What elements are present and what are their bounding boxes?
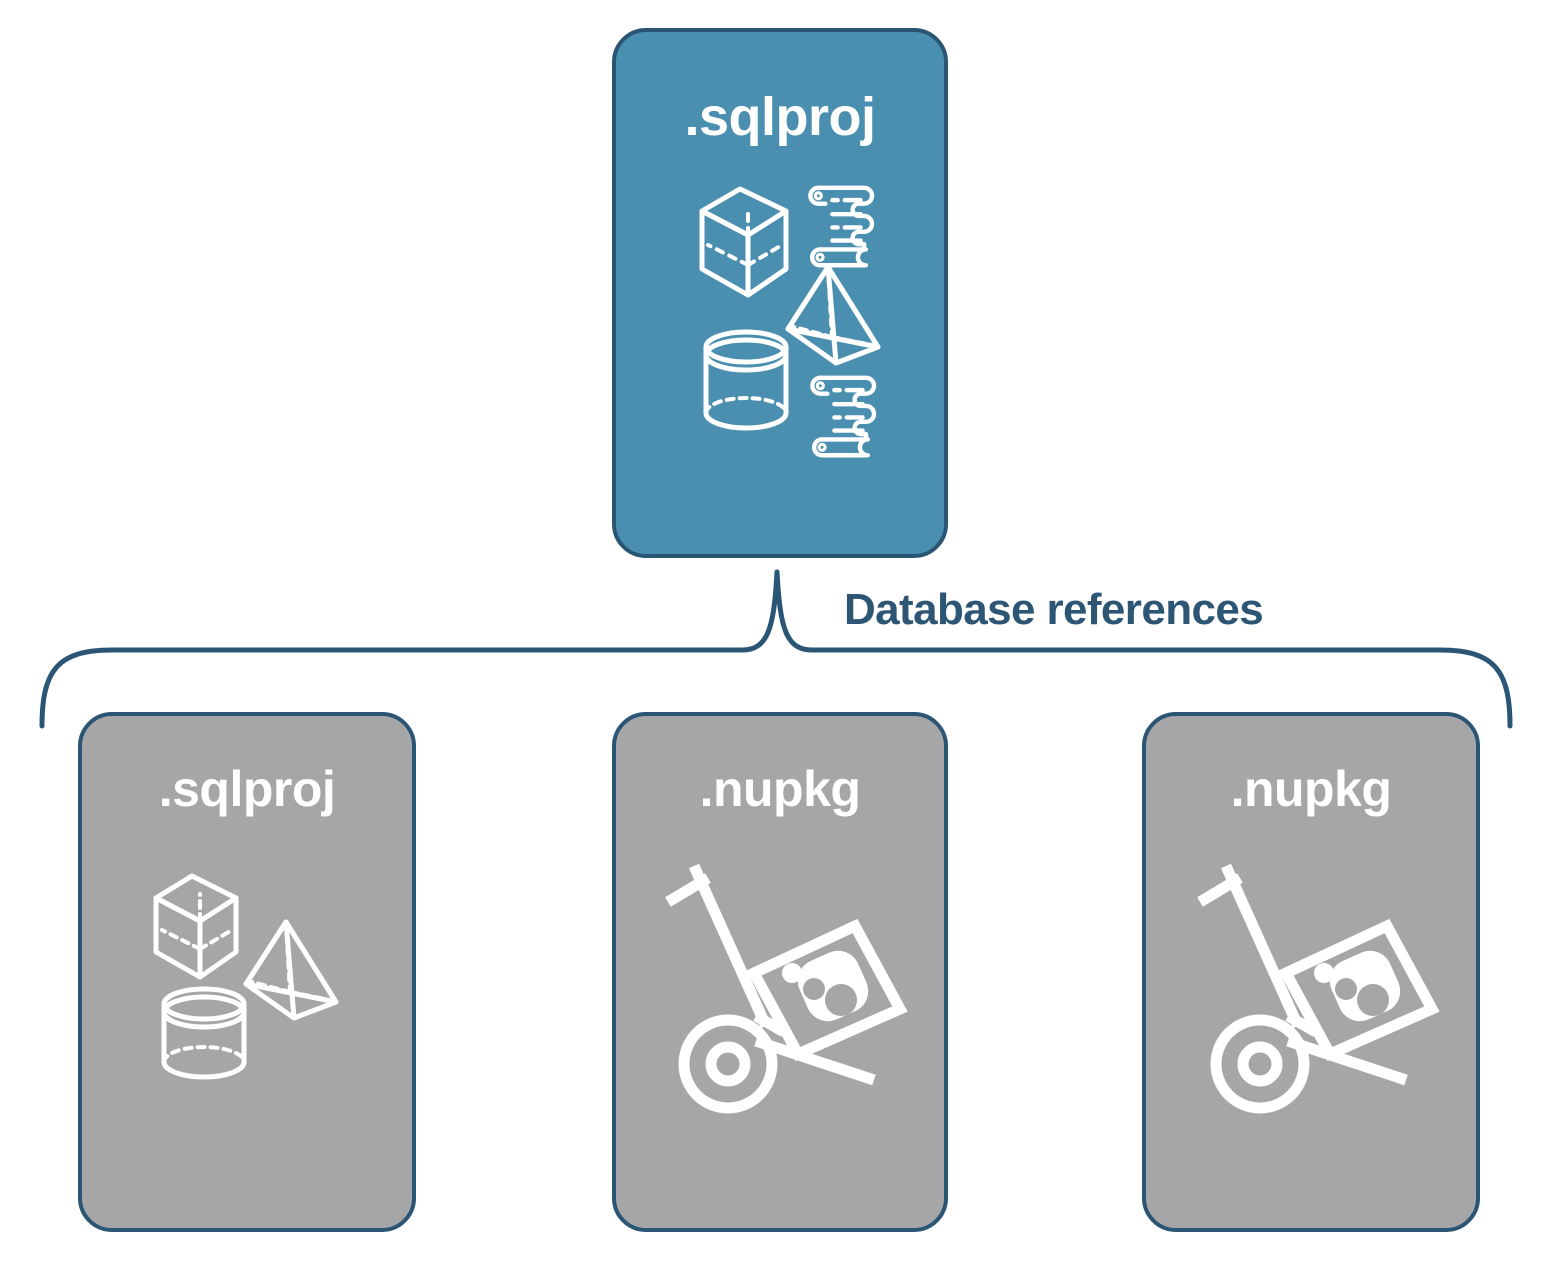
database-objects-icon-group [148, 866, 358, 1081]
node-sqlproj-root[interactable]: .sqlproj [612, 28, 948, 558]
node-sqlproj-reference-label: .sqlproj [158, 761, 336, 817]
node-sqlproj-root-label: .sqlproj [684, 87, 876, 147]
bracket-label: Database references [844, 585, 1264, 634]
pyramid-icon [785, 264, 881, 366]
cube-icon [699, 186, 789, 298]
node-nupkg-1[interactable]: .nupkg [612, 712, 948, 1232]
cylinder-icon [161, 986, 247, 1080]
node-sqlproj-reference[interactable]: .sqlproj [78, 712, 416, 1232]
scroll-icon [808, 185, 875, 268]
pyramid-icon [243, 919, 339, 1021]
hand-truck-package-icon [656, 856, 918, 1116]
node-nupkg-1-label: .nupkg [699, 761, 861, 817]
node-nupkg-2[interactable]: .nupkg [1142, 712, 1480, 1232]
cube-icon [153, 873, 239, 980]
cylinder-icon [703, 329, 789, 431]
hand-truck-package-icon [1188, 856, 1450, 1116]
database-objects-icon-group [694, 177, 884, 458]
scroll-icon [810, 375, 877, 458]
node-nupkg-2-label: .nupkg [1230, 761, 1392, 817]
